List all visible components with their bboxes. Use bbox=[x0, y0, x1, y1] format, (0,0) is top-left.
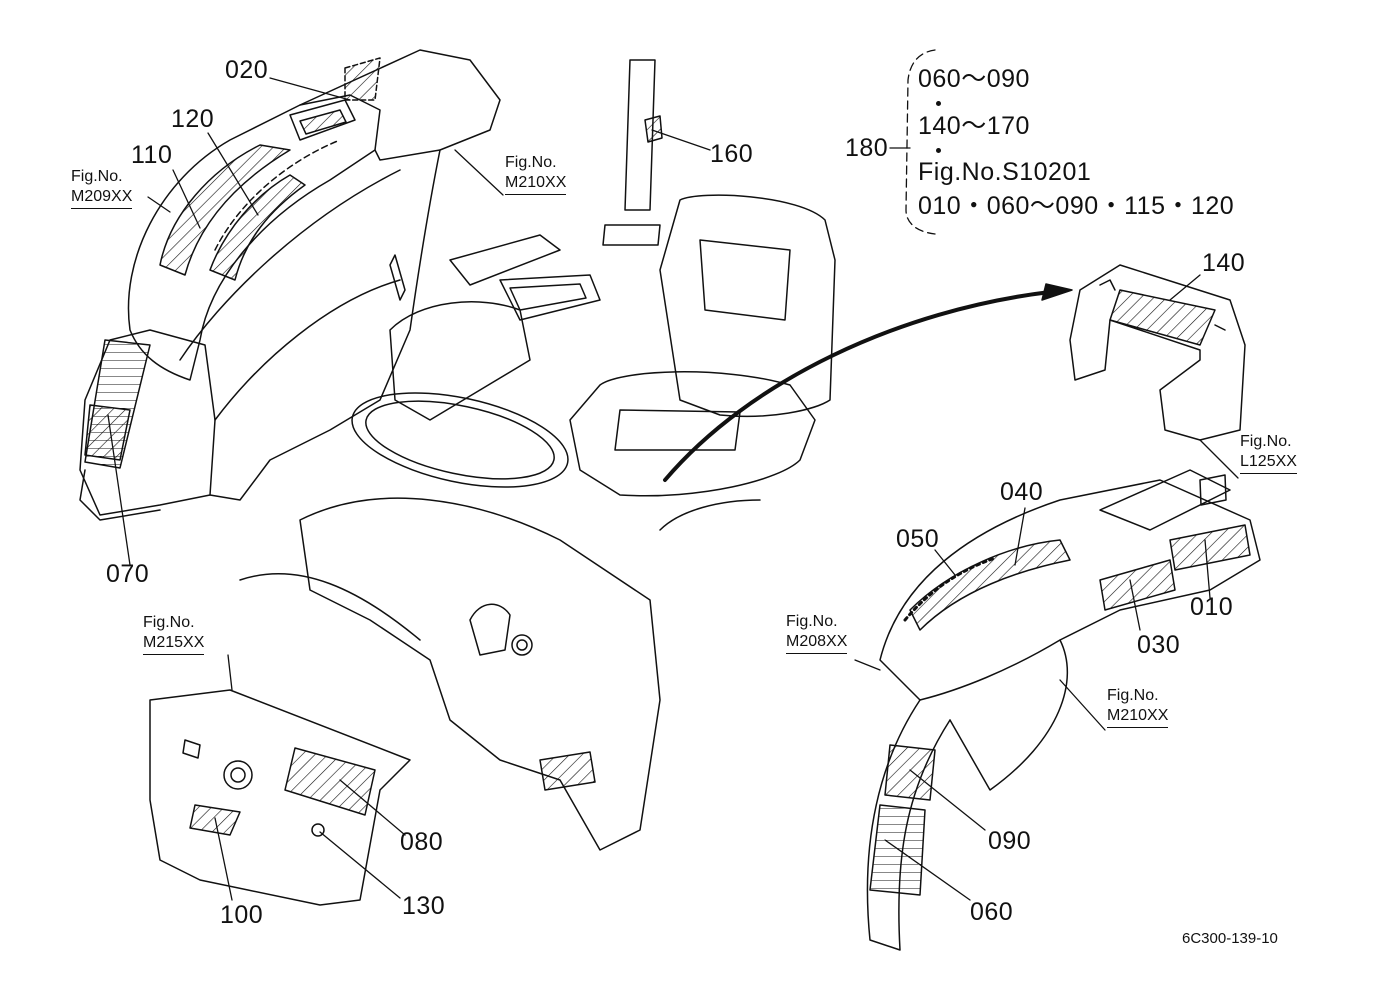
callout-080: 080 bbox=[400, 828, 444, 856]
callout-030: 030 bbox=[1137, 631, 1181, 659]
note-dot bbox=[936, 101, 941, 106]
drawing-code: 6C300-139-10 bbox=[1182, 930, 1278, 947]
callout-120: 120 bbox=[171, 105, 215, 133]
fig-ref-prefix: Fig.No. bbox=[1240, 433, 1292, 450]
direction-arrow bbox=[663, 283, 1073, 482]
fig-ref-code: M208XX bbox=[786, 632, 848, 654]
callout-010: 010 bbox=[1190, 593, 1234, 621]
fig-ref-l125: Fig.No. L125XX bbox=[1240, 432, 1297, 474]
right-rear-panel-drawing bbox=[1069, 264, 1246, 441]
fig-ref-prefix: Fig.No. bbox=[505, 154, 557, 171]
callout-020: 020 bbox=[225, 56, 269, 84]
fig-ref-m210-top: Fig.No. M210XX bbox=[505, 153, 567, 195]
callout-180: 180 bbox=[845, 134, 889, 162]
fig-ref-code: M209XX bbox=[71, 187, 133, 209]
fig-ref-prefix: Fig.No. bbox=[71, 168, 123, 185]
fig-ref-m215: Fig.No. M215XX bbox=[143, 613, 205, 655]
fig-ref-code: L125XX bbox=[1240, 452, 1297, 474]
callout-110: 110 bbox=[131, 141, 173, 169]
note-line-3: Fig.No.S10201 bbox=[918, 158, 1092, 186]
callout-130: 130 bbox=[402, 892, 446, 920]
callout-100: 100 bbox=[220, 901, 264, 929]
callout-070: 070 bbox=[106, 560, 150, 588]
left-fender-drawing bbox=[79, 49, 501, 521]
leader-lines bbox=[107, 49, 1239, 901]
note-line-2: 140～170 bbox=[918, 112, 1030, 140]
note-line-4: 010・060～090・115・120 bbox=[918, 192, 1235, 220]
fig-ref-m209: Fig.No. M209XX bbox=[71, 167, 133, 209]
callout-050: 050 bbox=[896, 525, 940, 553]
callout-060: 060 bbox=[970, 898, 1014, 926]
fig-ref-code: M215XX bbox=[143, 633, 205, 655]
fig-ref-prefix: Fig.No. bbox=[1107, 687, 1159, 704]
right-fender-drawing bbox=[866, 469, 1261, 951]
operator-seat-drawing bbox=[239, 59, 836, 851]
note-line-1: 060～090 bbox=[918, 65, 1030, 93]
callout-160: 160 bbox=[710, 140, 754, 168]
fig-ref-prefix: Fig.No. bbox=[143, 614, 195, 631]
callout-040: 040 bbox=[1000, 478, 1044, 506]
fig-ref-prefix: Fig.No. bbox=[786, 613, 838, 630]
fig-ref-m208: Fig.No. M208XX bbox=[786, 612, 848, 654]
lower-left-panel-drawing bbox=[149, 689, 411, 906]
fig-ref-code: M210XX bbox=[505, 173, 567, 195]
callout-090: 090 bbox=[988, 827, 1032, 855]
note-dot bbox=[936, 148, 941, 153]
callout-140: 140 bbox=[1202, 249, 1246, 277]
fig-ref-code: M210XX bbox=[1107, 706, 1169, 728]
fig-ref-m210-bottom: Fig.No. M210XX bbox=[1107, 686, 1169, 728]
